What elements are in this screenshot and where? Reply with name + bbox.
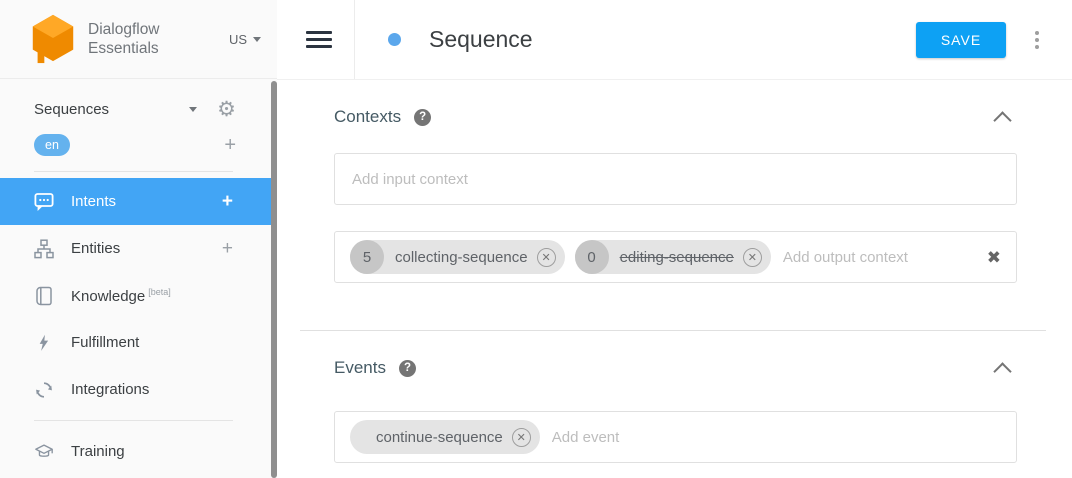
lightning-icon xyxy=(34,333,54,353)
sidebar-item-label: Training xyxy=(71,443,125,460)
gear-icon[interactable]: ⚙ xyxy=(217,97,236,121)
sidebar-item-label: Integrations xyxy=(71,381,150,398)
sidebar-item-knowledge[interactable]: Knowledge[beta] xyxy=(0,272,277,319)
collapse-chevron-up-icon[interactable] xyxy=(993,361,1012,381)
header-divider xyxy=(354,0,355,79)
event-name: continue-sequence xyxy=(376,428,503,446)
language-row: en + xyxy=(0,133,277,157)
more-options-icon[interactable] xyxy=(1031,30,1043,49)
sidebar-item-label: Knowledge[beta] xyxy=(71,286,171,305)
chat-bubble-icon xyxy=(34,192,54,212)
agent-selector-row: Sequences ⚙ xyxy=(0,96,277,122)
agent-name[interactable]: Sequences xyxy=(34,100,110,118)
intent-status-dot xyxy=(388,33,401,46)
events-section-header: Events ? xyxy=(334,358,1017,381)
add-language-button[interactable]: + xyxy=(224,134,236,156)
region-label: US xyxy=(228,31,247,47)
page-title: Sequence xyxy=(429,26,533,52)
brand-line2: Essentials xyxy=(88,40,159,57)
sidebar: Dialogflow Essentials US Sequences ⚙ en … xyxy=(0,0,277,478)
sidebar-item-label: Fulfillment xyxy=(71,334,140,351)
hamburger-menu-icon[interactable] xyxy=(306,31,332,48)
events-field[interactable]: continue-sequence ✕ xyxy=(334,411,1017,463)
add-intent-button[interactable]: + xyxy=(221,190,233,212)
sidebar-nav: Intents + Entities + xyxy=(0,178,277,475)
language-chip[interactable]: en xyxy=(34,134,70,156)
sidebar-item-entities[interactable]: Entities + xyxy=(0,225,277,272)
input-context-field[interactable] xyxy=(334,153,1017,205)
sync-icon xyxy=(34,380,54,400)
sidebar-header: Dialogflow Essentials US xyxy=(0,0,277,79)
help-icon[interactable]: ? xyxy=(414,108,432,126)
output-context-chip: 0 editing-sequence ✕ xyxy=(574,240,771,274)
context-name: editing-sequence xyxy=(619,248,734,266)
agent-chevron-down-icon[interactable] xyxy=(189,106,198,112)
org-chart-icon xyxy=(34,238,54,259)
add-entity-button[interactable]: + xyxy=(221,237,233,259)
remove-context-icon[interactable]: ✕ xyxy=(742,247,762,267)
chevron-down-icon xyxy=(253,36,261,42)
sidebar-item-intents[interactable]: Intents + xyxy=(0,178,277,225)
context-lifespan[interactable]: 5 xyxy=(350,240,384,274)
book-icon xyxy=(34,286,54,306)
collapse-chevron-up-icon[interactable] xyxy=(993,110,1012,130)
remove-event-icon[interactable]: ✕ xyxy=(511,427,531,447)
sidebar-divider xyxy=(34,171,233,172)
sidebar-item-training[interactable]: Training xyxy=(0,428,277,475)
sidebar-scrollbar[interactable] xyxy=(271,81,277,478)
sidebar-item-label: Entities xyxy=(71,240,121,257)
event-chip: continue-sequence ✕ xyxy=(350,420,540,454)
output-context-chip: 5 collecting-sequence ✕ xyxy=(350,240,565,274)
clear-contexts-icon[interactable]: ✖ xyxy=(986,247,1001,267)
contexts-section-header: Contexts ? xyxy=(334,107,1017,130)
event-input[interactable] xyxy=(549,427,1001,447)
graduation-cap-icon xyxy=(34,442,54,462)
input-context-input[interactable] xyxy=(350,169,1001,189)
page-header: Sequence SAVE xyxy=(277,0,1072,80)
dialogflow-logo-icon xyxy=(32,14,74,64)
sidebar-item-label: Intents xyxy=(71,193,117,210)
help-icon[interactable]: ? xyxy=(398,359,416,377)
save-button[interactable]: SAVE xyxy=(916,21,1006,58)
main-area: Sequence SAVE Contexts ? 5 collecting-se… xyxy=(277,0,1072,478)
output-context-field[interactable]: 5 collecting-sequence ✕ 0 editing-sequen… xyxy=(334,231,1017,283)
nav-divider xyxy=(34,420,233,421)
contexts-title: Contexts xyxy=(334,107,402,126)
section-divider xyxy=(300,330,1046,331)
context-name: collecting-sequence xyxy=(395,248,528,266)
sidebar-item-integrations[interactable]: Integrations xyxy=(0,366,277,413)
sidebar-item-fulfillment[interactable]: Fulfillment xyxy=(0,319,277,366)
intent-form: Contexts ? 5 collecting-sequence ✕ 0 edi… xyxy=(277,80,1072,463)
region-selector[interactable]: US xyxy=(229,32,261,47)
events-title: Events xyxy=(334,358,386,377)
context-lifespan[interactable]: 0 xyxy=(574,240,609,274)
beta-badge: [beta] xyxy=(148,286,171,297)
remove-context-icon[interactable]: ✕ xyxy=(536,247,556,267)
brand-line1: Dialogflow xyxy=(88,21,160,38)
output-context-input[interactable] xyxy=(780,247,987,267)
brand-name: Dialogflow Essentials xyxy=(88,20,160,58)
